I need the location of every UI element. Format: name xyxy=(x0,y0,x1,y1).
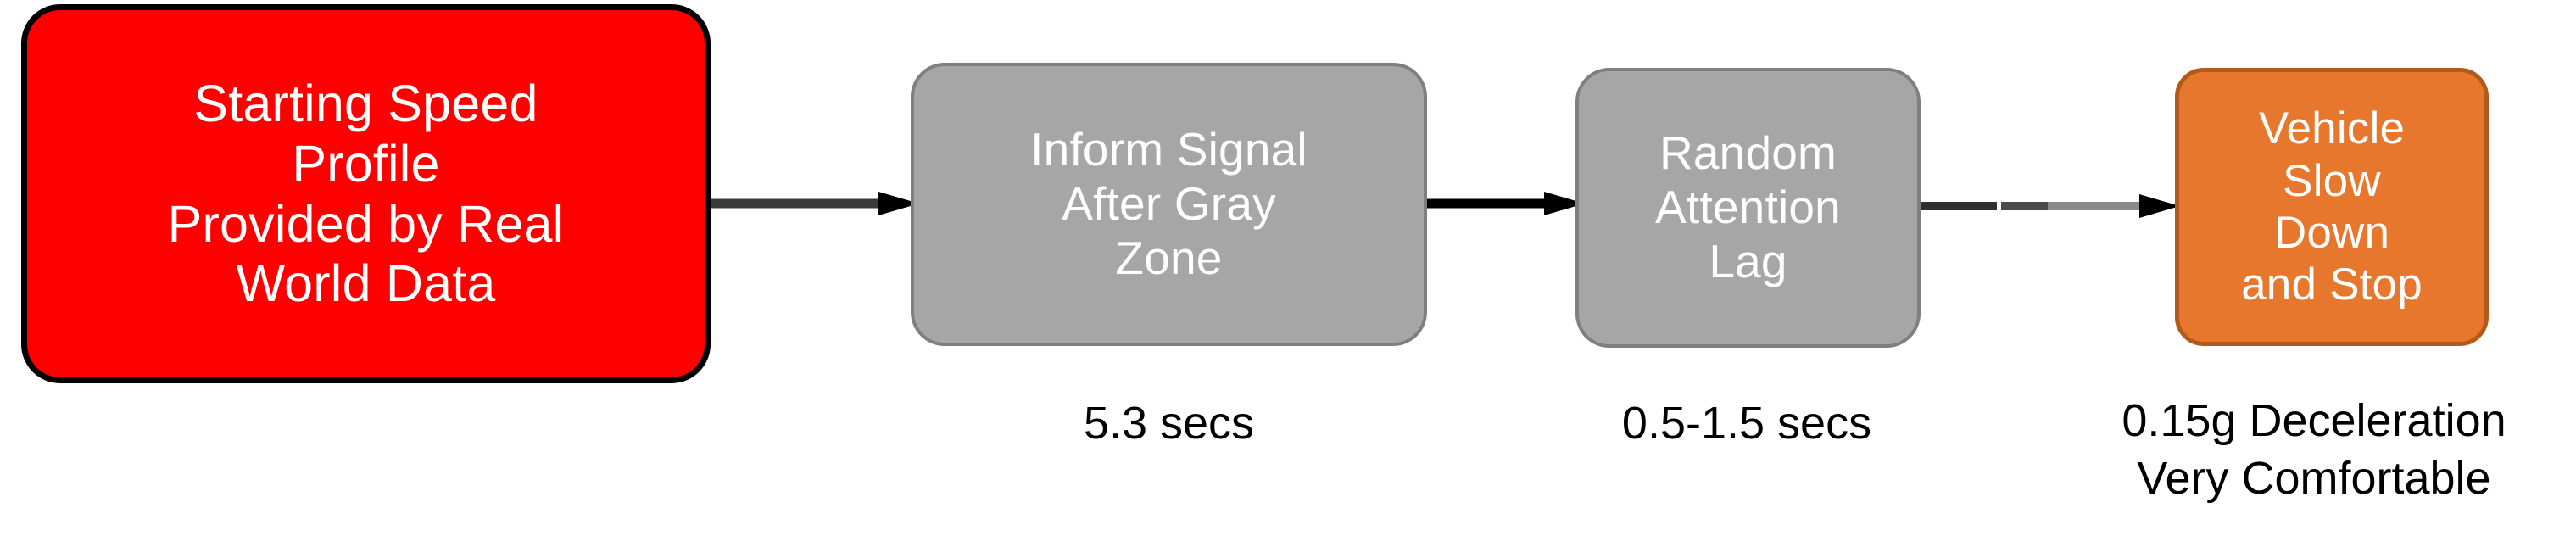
caption-inform-signal-duration: 5.3 secs xyxy=(1083,398,1255,449)
node-inform-signal-after-gray-zone[interactable]: Inform Signal After Gray Zone xyxy=(911,63,1427,346)
node-starting-speed-profile[interactable]: Starting Speed Profile Provided by Real … xyxy=(21,4,711,383)
arrow-3-icon xyxy=(1921,193,2183,219)
arrow-2-icon xyxy=(1427,191,1585,216)
node-random-attention-lag[interactable]: Random Attention Lag xyxy=(1575,68,1921,348)
arrow-1-icon xyxy=(711,191,919,216)
node-label-vehicle-slow-down-and-stop: Vehicle Slow Down and Stop xyxy=(2241,103,2423,310)
node-label-random-attention-lag: Random Attention Lag xyxy=(1655,126,1841,287)
caption-deceleration-comfort: 0.15g Deceleration Very Comfortable xyxy=(2122,395,2506,505)
node-vehicle-slow-down-and-stop[interactable]: Vehicle Slow Down and Stop xyxy=(2175,68,2489,346)
caption-random-attention-lag-duration: 0.5-1.5 secs xyxy=(1621,398,1872,449)
node-label-inform-signal-after-gray-zone: Inform Signal After Gray Zone xyxy=(1030,123,1308,284)
node-label-starting-speed-profile: Starting Speed Profile Provided by Real … xyxy=(167,75,565,313)
